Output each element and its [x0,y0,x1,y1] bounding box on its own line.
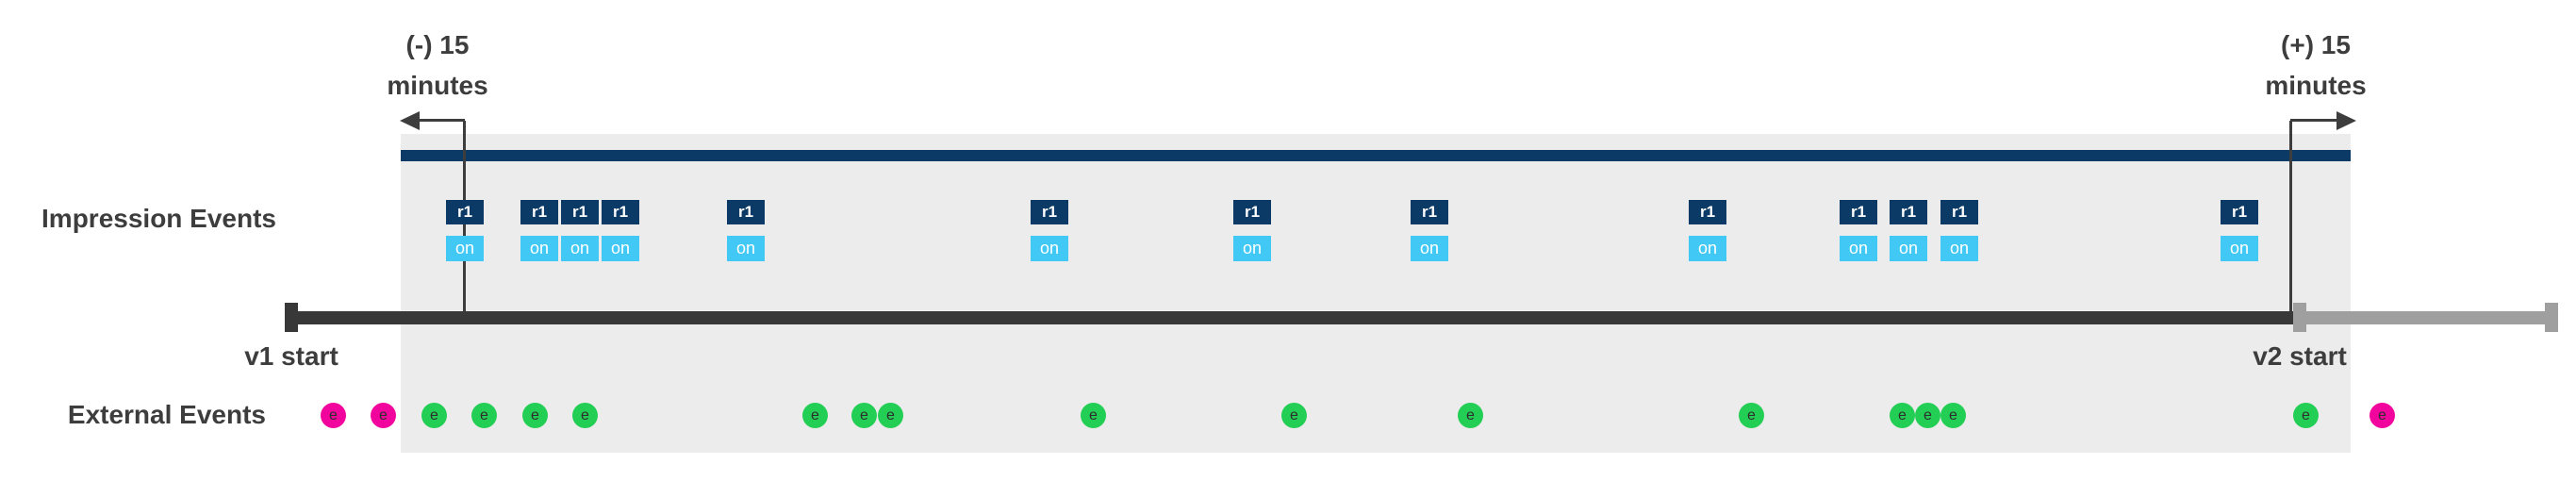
external-event-dot-green: e [1458,403,1483,428]
timeline-v2-segment [2293,311,2558,324]
impression-on-box: on [1840,236,1877,261]
external-events-label: External Events [67,400,266,429]
external-event-dot-green: e [1739,403,1764,428]
impression-r1-box: r1 [2221,200,2258,224]
impression-event: r1 on [727,200,765,261]
impression-r1-box: r1 [1940,200,1978,224]
lookback-note-line1: (-) 15 [405,30,470,59]
lookahead-window-note: (+) 15 minutes [2203,25,2429,106]
impression-on-box: on [727,236,765,261]
impression-on-box: on [520,236,558,261]
impression-event: r1 on [1031,200,1068,261]
lookback-note-line2: minutes [387,71,488,100]
impression-on-box: on [2221,236,2258,261]
impression-event: r1 on [446,200,484,261]
impression-r1-box: r1 [1689,200,1726,224]
external-event-dot-magenta: e [2370,403,2395,428]
lookahead-note-line2: minutes [2265,71,2367,100]
external-event-dot-green: e [471,403,497,428]
impression-on-box: on [1233,236,1271,261]
impression-r1-box: r1 [1411,200,1448,224]
external-event-dot-magenta: e [321,403,346,428]
external-event-dot-green: e [1915,403,1940,428]
external-event-dot-green: e [851,403,877,428]
impression-r1-box: r1 [520,200,558,224]
external-event-dot-magenta: e [371,403,396,428]
impression-on-box: on [1890,236,1927,261]
window-end-line [2289,121,2292,313]
impression-r1-box: r1 [1233,200,1271,224]
impression-event: r1 on [602,200,639,261]
lookahead-note-line1: (+) 15 [2281,30,2351,59]
lookback-window-note: (-) 15 minutes [324,25,551,106]
v2-start-label: v2 start [2253,341,2347,371]
impression-event: r1 on [1411,200,1448,261]
impression-event: r1 on [1890,200,1927,261]
impression-r1-box: r1 [446,200,484,224]
impression-r1-box: r1 [727,200,765,224]
external-event-dot-green: e [878,403,903,428]
v2-start-tick [2293,303,2306,332]
v1-start-label: v1 start [244,341,339,371]
v1-start-tick [285,303,298,332]
external-event-dot-green: e [572,403,598,428]
external-event-dot-green: e [1081,403,1106,428]
analysis-window-region [401,134,2351,453]
impression-event: r1 on [2221,200,2258,261]
impression-on-box: on [1411,236,1448,261]
external-event-dot-green: e [802,403,828,428]
impression-event: r1 on [1940,200,1978,261]
impression-r1-box: r1 [602,200,639,224]
impression-r1-box: r1 [1031,200,1068,224]
impression-r1-box: r1 [1840,200,1877,224]
impression-on-box: on [1689,236,1726,261]
impression-on-box: on [1940,236,1978,261]
timeline-end-tick [2545,303,2558,332]
external-event-dot-green: e [1890,403,1915,428]
impression-on-box: on [1031,236,1068,261]
impression-on-box: on [446,236,484,261]
right-arrow-icon [2337,111,2356,130]
external-event-dot-green: e [522,403,548,428]
impression-event: r1 on [1233,200,1271,261]
impression-on-box: on [602,236,639,261]
impression-r1-box: r1 [561,200,599,224]
lookahead-arrow-shaft [2290,119,2342,122]
impression-r1-box: r1 [1890,200,1927,224]
impression-event: r1 on [1840,200,1877,261]
external-event-dot-green: e [1281,403,1307,428]
impression-event: r1 on [561,200,599,261]
timeline-v1-segment [291,311,2293,324]
impression-on-box: on [561,236,599,261]
external-event-dot-green: e [1940,403,1966,428]
impression-event: r1 on [1689,200,1726,261]
lookback-arrow-shaft [413,119,465,122]
external-event-dot-green: e [421,403,447,428]
impression-events-label: Impression Events [41,204,276,233]
impression-event: r1 on [520,200,558,261]
impression-track-bar [401,150,2351,161]
external-event-dot-green: e [2293,403,2319,428]
left-arrow-icon [400,111,420,130]
